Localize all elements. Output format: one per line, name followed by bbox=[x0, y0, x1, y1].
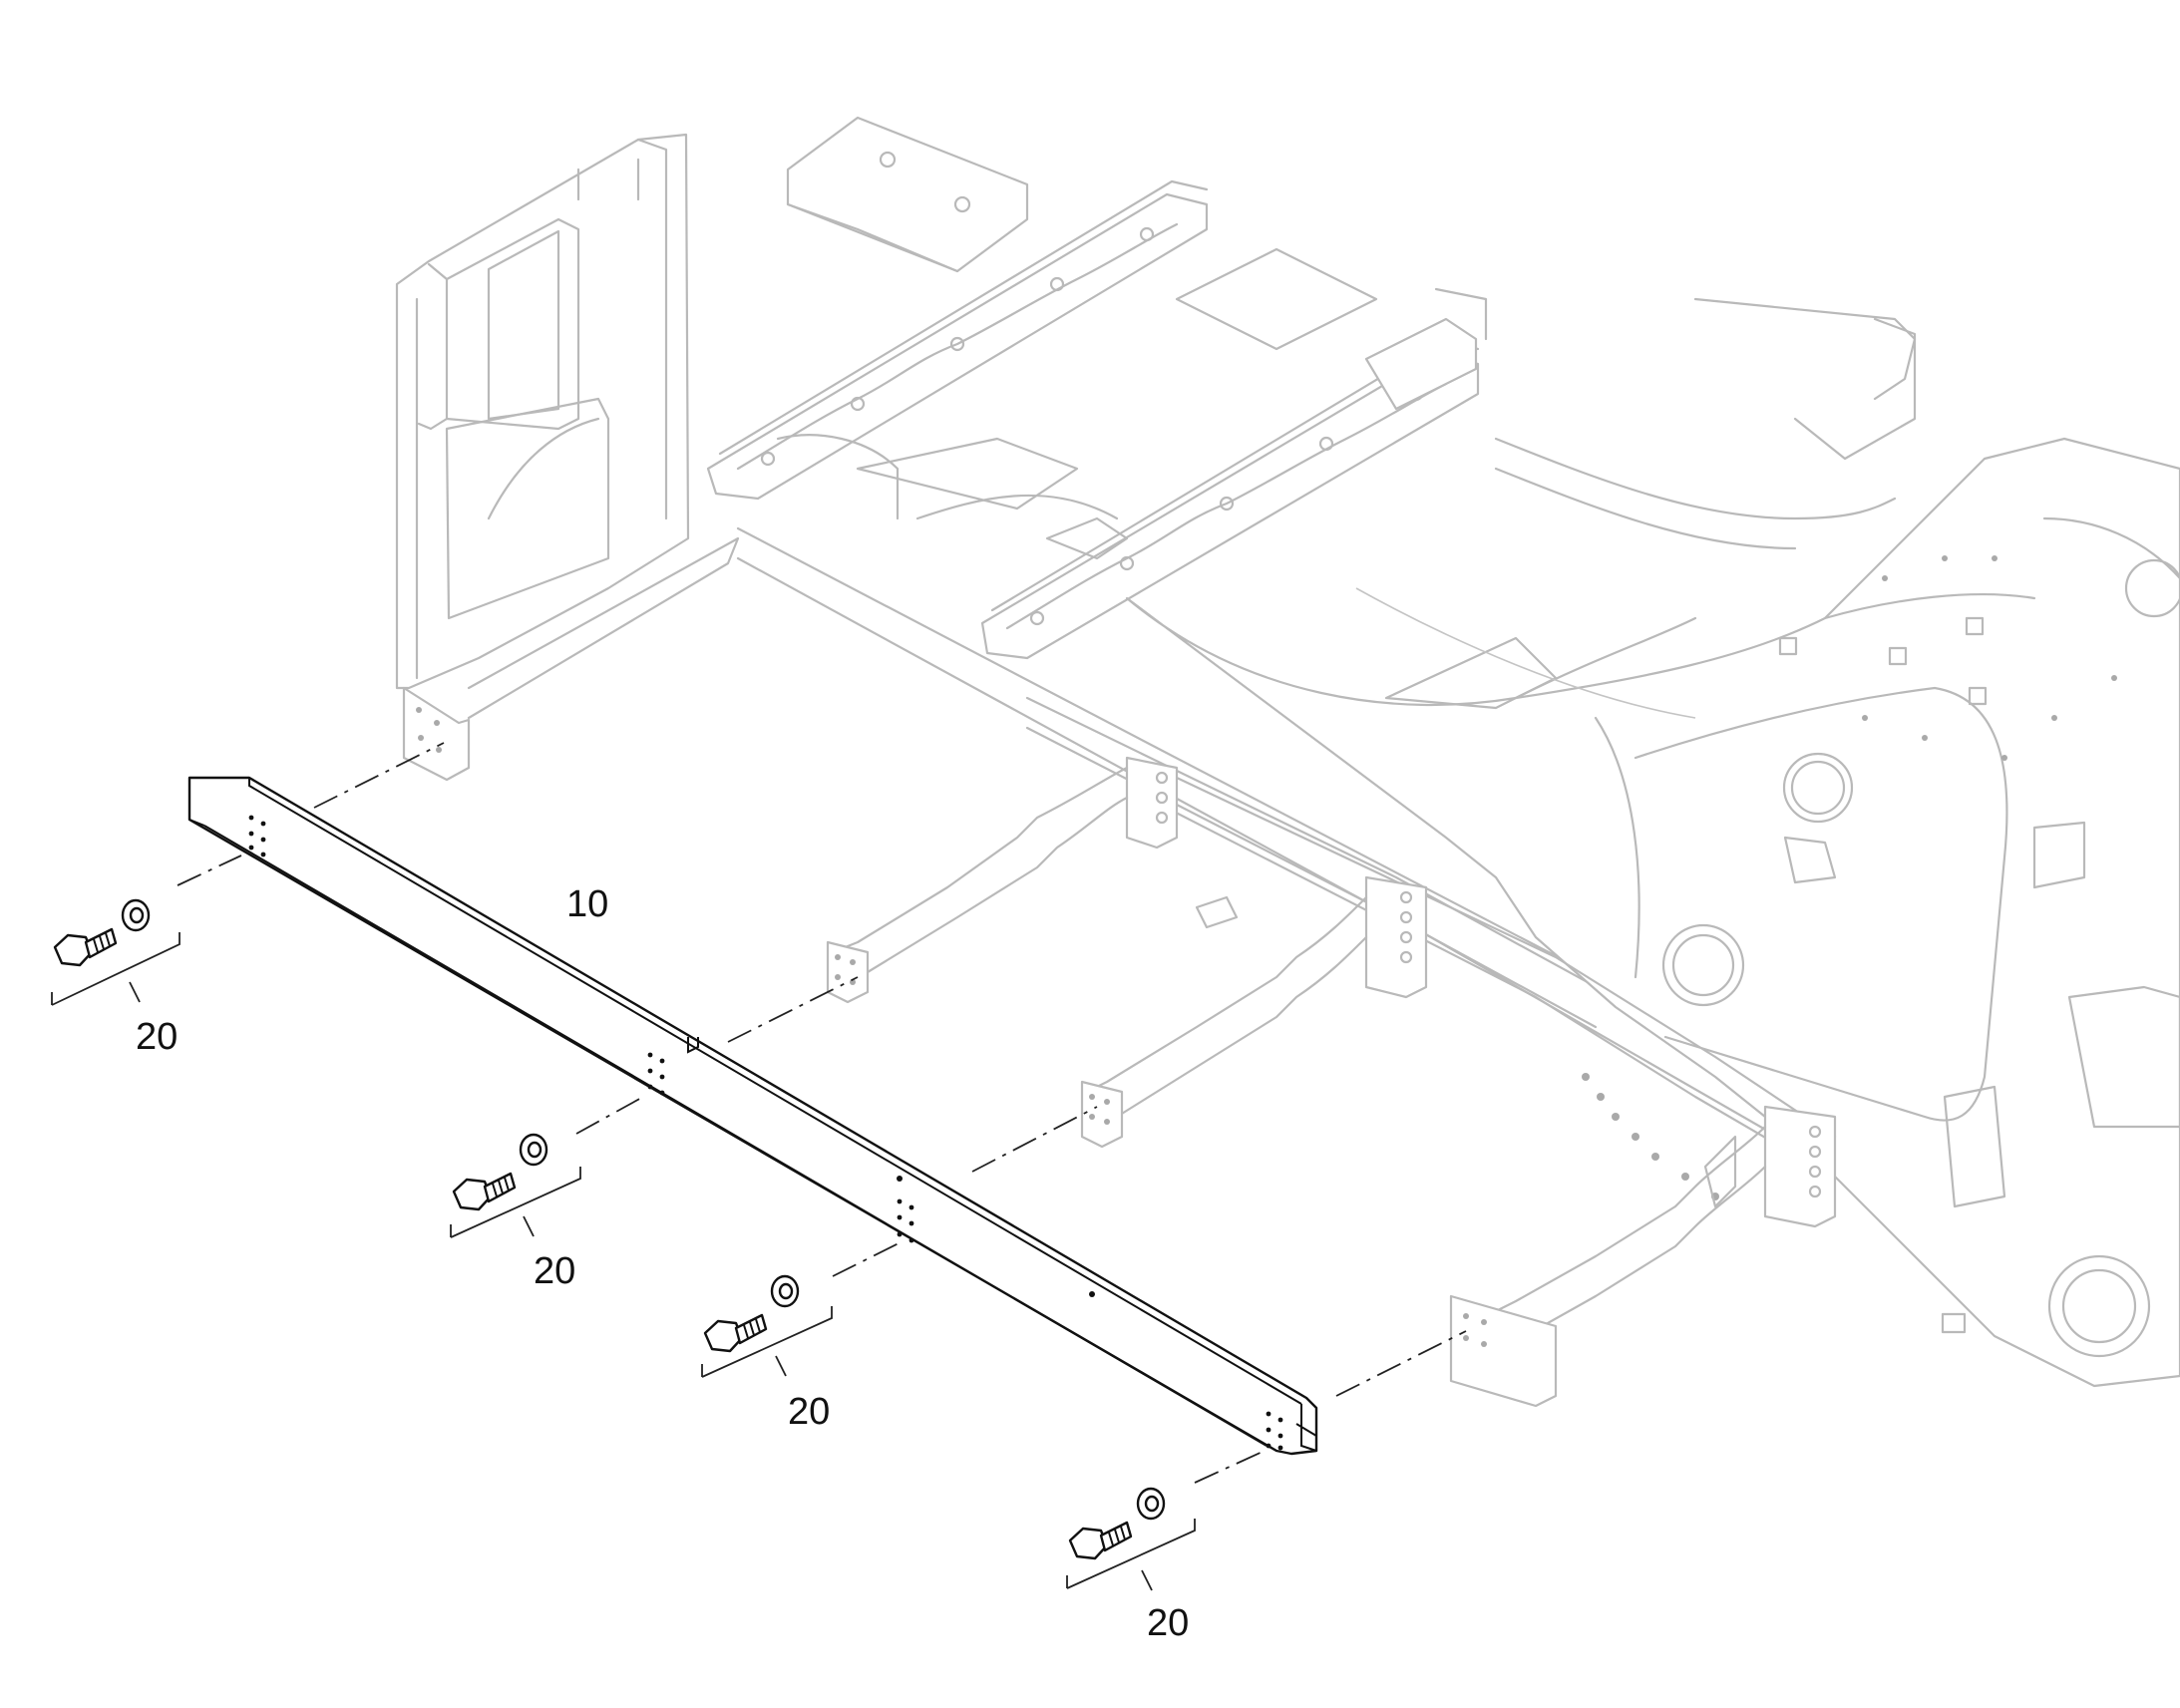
machine-frame-context bbox=[395, 116, 2180, 1408]
bolt-set-4-bracket bbox=[1066, 1519, 1196, 1589]
lower-long-rail bbox=[1145, 776, 1837, 1200]
assembly-line-beam-to-bracket-1 bbox=[727, 976, 859, 1043]
upper-cross-member-1 bbox=[706, 179, 1209, 501]
rear-upright-panel bbox=[395, 133, 690, 690]
callout-bolt-set-2: 20 bbox=[534, 1250, 575, 1292]
bolt-set-3-bracket bbox=[701, 1306, 833, 1378]
bolt-set-2-bracket bbox=[450, 1167, 581, 1238]
small-square-pad bbox=[1195, 895, 1239, 929]
hex-bolt-icon bbox=[452, 1172, 517, 1211]
hex-bolt-icon bbox=[703, 1313, 768, 1353]
callout-bolt-set-3: 20 bbox=[788, 1391, 830, 1433]
small-bracket-tab bbox=[1703, 1135, 1737, 1208]
bolt-set-1[interactable] bbox=[51, 898, 181, 1006]
washer-icon bbox=[519, 1133, 548, 1167]
callout-bolt-set-1: 20 bbox=[136, 1016, 178, 1058]
assembly-line-bolt-set-2 bbox=[575, 1096, 644, 1135]
wing-pad-right bbox=[1384, 636, 1558, 710]
bolt-set-2[interactable] bbox=[450, 1133, 581, 1238]
hex-bolt-icon bbox=[53, 927, 118, 967]
bolt-set-4[interactable] bbox=[1066, 1487, 1196, 1591]
wing-pad-left bbox=[1045, 516, 1129, 560]
main-side-frame bbox=[1125, 437, 2180, 1388]
washer-icon bbox=[770, 1274, 800, 1308]
bolt-set-3[interactable] bbox=[701, 1274, 833, 1378]
callout-beam: 10 bbox=[566, 883, 608, 925]
top-mount-pad bbox=[786, 116, 1029, 273]
bolt-set-2-leader bbox=[523, 1215, 535, 1237]
assembly-line-beam-to-bracket-2 bbox=[971, 1106, 1098, 1173]
upright-arm bbox=[467, 536, 740, 720]
beam-part[interactable] bbox=[187, 776, 1318, 1456]
washer-icon bbox=[1136, 1487, 1166, 1521]
outrigger-bracket-3 bbox=[1449, 1105, 1837, 1408]
assembly-line-bolt-set-1 bbox=[177, 854, 242, 886]
center-cable-line bbox=[1355, 587, 1696, 719]
assembly-line-bolt-set-4 bbox=[1194, 1450, 1266, 1484]
callout-bolt-set-4: 20 bbox=[1147, 1602, 1189, 1644]
bolt-set-1-bracket bbox=[51, 932, 181, 1006]
callout-labels: 10 20 20 20 20 bbox=[136, 883, 1189, 1644]
hex-bolt-icon bbox=[1068, 1521, 1133, 1560]
upright-mount-bracket bbox=[402, 686, 471, 782]
assembly-line-bolt-set-3 bbox=[832, 1240, 904, 1277]
washer-icon bbox=[121, 898, 151, 932]
assembly-line-beam-to-upright bbox=[313, 742, 445, 809]
assembly-lines bbox=[177, 742, 1467, 1484]
outrigger-bracket-1 bbox=[826, 756, 1179, 1004]
right-rear-upright bbox=[1364, 287, 1917, 550]
beam-hole-pattern bbox=[248, 815, 1283, 1451]
bolt-set-3-leader bbox=[775, 1355, 787, 1377]
assembly-line-beam-to-bracket-3 bbox=[1335, 1330, 1467, 1397]
outrigger-bracket-2 bbox=[1080, 875, 1428, 1149]
bolt-set-4-leader bbox=[1141, 1569, 1153, 1591]
bolt-set-1-leader bbox=[129, 981, 141, 1003]
